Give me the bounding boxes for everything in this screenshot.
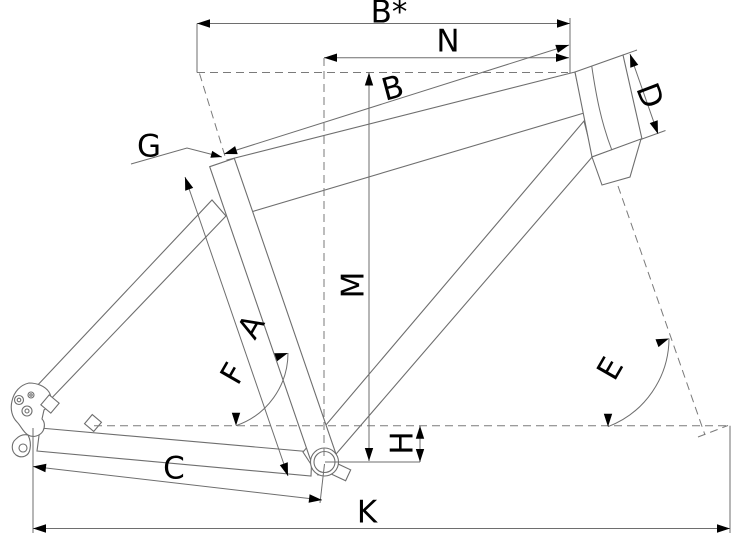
arrow-f-bottom xyxy=(231,412,241,426)
rear-dropout xyxy=(10,382,103,458)
arrowheads xyxy=(33,19,730,533)
arrow-k-right xyxy=(717,524,730,533)
arrow-b-left xyxy=(224,146,238,155)
dim-label-g: G xyxy=(136,128,162,165)
arrow-n-right xyxy=(556,53,569,62)
arrow-f-top xyxy=(274,353,288,362)
arrow-b-right xyxy=(555,44,569,53)
arrow-bstar-left xyxy=(197,19,210,28)
dim-line-d xyxy=(629,53,659,135)
dim-line-b xyxy=(223,44,570,155)
arrow-m-bottom xyxy=(364,448,374,461)
arrow-e-top xyxy=(655,338,669,348)
headtube-face-extension-top xyxy=(622,49,638,56)
arrow-m-top xyxy=(364,72,374,86)
dimension-lines xyxy=(32,23,730,529)
arrow-a-bottom xyxy=(279,462,288,476)
dim-arc-f xyxy=(235,352,289,427)
dim-line-a xyxy=(184,176,289,477)
arrow-c-right xyxy=(308,494,322,503)
arrow-d-bottom xyxy=(649,120,658,134)
arrow-k-left xyxy=(33,524,46,533)
arrow-g-leader xyxy=(210,150,222,158)
extension-lines xyxy=(32,18,731,533)
dim-label-b-star: B* xyxy=(370,0,408,31)
arrow-c-left xyxy=(33,463,47,473)
seat-axis-extension-dashed xyxy=(199,73,227,162)
arrow-n-left xyxy=(324,53,337,62)
dim-line-c xyxy=(32,466,323,501)
dropout-hole xyxy=(16,397,22,403)
dim-label-n: N xyxy=(436,23,460,60)
dim-label-h: H xyxy=(384,431,421,455)
head-tube-contour xyxy=(591,66,613,151)
frame-tubes xyxy=(33,54,643,482)
arrow-a-top xyxy=(185,177,194,191)
steering-axis-dashed-line xyxy=(617,185,706,436)
seat-stay xyxy=(33,199,227,404)
arrow-e-bottom xyxy=(603,413,613,427)
construction-lines xyxy=(94,58,730,461)
arrow-bstar-right xyxy=(557,19,570,28)
dim-arc-e xyxy=(607,338,670,428)
chain-stay xyxy=(36,427,313,477)
axle-pivot xyxy=(24,408,30,414)
bb-extension xyxy=(319,463,325,504)
arrow-h-bottom xyxy=(415,449,425,462)
dim-label-c: C xyxy=(163,450,185,487)
cable-stop xyxy=(40,394,60,414)
dim-label-m: M xyxy=(335,271,372,299)
steering-axis-foot-dashed xyxy=(697,425,729,438)
hanger-hole xyxy=(18,443,28,453)
headtube-face-extension-bottom xyxy=(641,130,666,140)
fork-crown xyxy=(591,138,642,186)
dropout-hole xyxy=(29,393,33,397)
g-leader-line xyxy=(130,147,223,165)
cable-stop xyxy=(83,413,103,433)
arrow-h-top xyxy=(415,425,425,439)
arrow-d-top xyxy=(630,54,639,68)
dim-label-k: K xyxy=(356,494,378,531)
